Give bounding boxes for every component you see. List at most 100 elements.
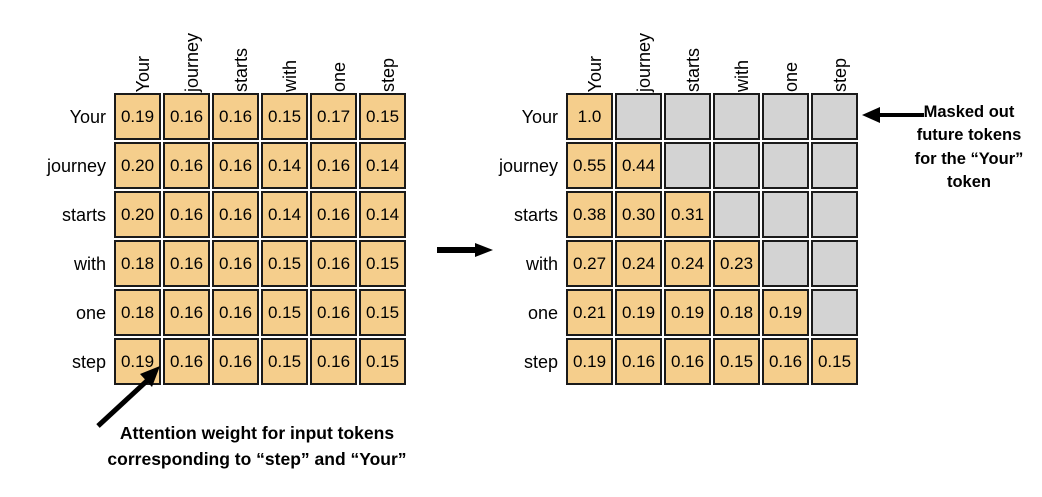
matrix-cell: 0.16 — [310, 289, 357, 336]
attention-note-line-2: corresponding to “step” and “Your” — [107, 448, 407, 469]
matrix-cell: 0.19 — [664, 289, 711, 336]
arrow-left-icon — [862, 106, 924, 124]
matrix-cell: 0.14 — [261, 191, 308, 238]
masked-note-line-3: for the “Your” — [914, 149, 1024, 168]
matrix-cell: 0.18 — [114, 289, 161, 336]
matrix-cell: 0.16 — [310, 191, 357, 238]
matrix-cell: 0.16 — [212, 142, 259, 189]
matrix-cell: 0.16 — [212, 191, 259, 238]
matrix-cell-masked — [811, 93, 858, 140]
column-header-right-0: Your — [570, 8, 619, 92]
matrix-cell: 0.14 — [261, 142, 308, 189]
column-header-label: one — [780, 61, 801, 92]
matrix-cell: 0.16 — [212, 289, 259, 336]
matrix-cell: 0.18 — [713, 289, 760, 336]
column-header-label: Your — [584, 55, 605, 92]
matrix-cell: 0.27 — [566, 240, 613, 287]
row-header-right-2: starts — [513, 204, 558, 225]
matrix-cell-masked — [713, 93, 760, 140]
column-header-right-5: step — [815, 8, 864, 92]
column-header-label: one — [328, 61, 349, 92]
matrix-cell: 0.20 — [114, 142, 161, 189]
matrix-cell-masked — [664, 93, 711, 140]
column-header-left-2: starts — [216, 8, 265, 92]
matrix-cell: 0.19 — [762, 289, 809, 336]
row-header-right-3: with — [525, 253, 558, 274]
matrix-cell: 0.15 — [261, 338, 308, 385]
column-header-label: starts — [682, 47, 703, 92]
column-header-right-1: journey — [619, 8, 668, 92]
matrix-cell: 0.24 — [664, 240, 711, 287]
matrix-cell: 0.15 — [811, 338, 858, 385]
row-header-left-4: one — [75, 302, 106, 323]
matrix-cell: 0.38 — [566, 191, 613, 238]
matrix-cell-masked — [615, 93, 662, 140]
matrix-cell-masked — [762, 93, 809, 140]
matrix-cell-masked — [762, 191, 809, 238]
matrix-cell: 0.16 — [310, 142, 357, 189]
matrix-cell: 0.15 — [359, 240, 406, 287]
matrix-cell: 0.16 — [212, 93, 259, 140]
matrix-cell: 0.14 — [359, 142, 406, 189]
column-header-left-4: one — [314, 8, 363, 92]
matrix-cell: 0.15 — [261, 289, 308, 336]
matrix-cell: 0.23 — [713, 240, 760, 287]
matrix-cell: 0.16 — [163, 289, 210, 336]
matrix-cell-masked — [713, 142, 760, 189]
matrix-cell-masked — [811, 142, 858, 189]
matrix-cell: 0.16 — [310, 240, 357, 287]
column-header-left-3: with — [265, 8, 314, 92]
masked-note-line-2: future tokens — [916, 126, 1022, 145]
matrix-cell: 0.19 — [566, 338, 613, 385]
masked-out-annotation: Masked out future tokens for the “Your” … — [906, 101, 1032, 195]
matrix-cell: 0.16 — [163, 93, 210, 140]
matrix-cell: 0.16 — [310, 338, 357, 385]
column-header-label: journey — [633, 32, 654, 92]
matrix-cell: 0.16 — [762, 338, 809, 385]
masked-note-line-4: token — [946, 173, 991, 192]
matrix-cell: 0.15 — [359, 93, 406, 140]
row-header-right-5: step — [523, 351, 558, 372]
matrix-cell: 0.19 — [615, 289, 662, 336]
matrix-cell: 0.15 — [359, 289, 406, 336]
column-header-label: with — [279, 59, 300, 92]
column-header-label: starts — [230, 47, 251, 92]
matrix-cell-masked — [811, 289, 858, 336]
matrix-cell: 0.16 — [163, 338, 210, 385]
matrix-cell: 1.0 — [566, 93, 613, 140]
column-header-label: step — [377, 57, 398, 92]
column-header-right-2: starts — [668, 8, 717, 92]
matrix-cell-masked — [664, 142, 711, 189]
matrix-cell: 0.15 — [261, 240, 308, 287]
column-header-left-1: journey — [167, 8, 216, 92]
matrix-cell: 0.19 — [114, 93, 161, 140]
matrix-cell-masked — [762, 142, 809, 189]
matrix-cell: 0.19 — [114, 338, 161, 385]
arrow-up-right-icon — [96, 366, 162, 428]
matrix-cell: 0.18 — [114, 240, 161, 287]
matrix-cell: 0.16 — [664, 338, 711, 385]
matrix-cell: 0.16 — [163, 240, 210, 287]
matrix-cell-masked — [762, 240, 809, 287]
row-header-right-4: one — [527, 302, 558, 323]
matrix-cell: 0.15 — [261, 93, 308, 140]
matrix-cell: 0.20 — [114, 191, 161, 238]
matrix-cell: 0.14 — [359, 191, 406, 238]
column-header-left-0: Your — [118, 8, 167, 92]
attention-weight-annotation: Attention weight for input tokens corres… — [62, 421, 452, 473]
row-header-left-3: with — [73, 253, 106, 274]
matrix-cell-masked — [713, 191, 760, 238]
matrix-cell: 0.16 — [615, 338, 662, 385]
column-header-label: with — [731, 59, 752, 92]
